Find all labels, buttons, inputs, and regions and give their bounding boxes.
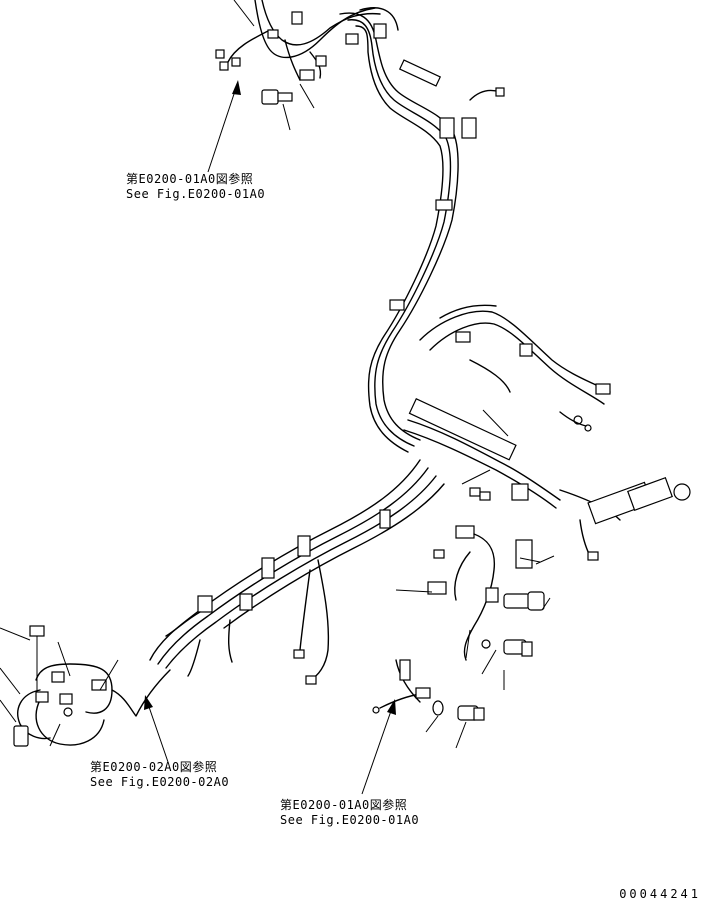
- lower-left-harness: [149, 459, 445, 685]
- lower-right-components: [372, 525, 555, 749]
- junction-block: [403, 397, 691, 561]
- top-connector-cluster: [215, 0, 381, 81]
- reference-label-bottom: 第E0200-01A0図参照 See Fig.E0200-01A0: [280, 798, 419, 828]
- right-branch-harness: [419, 304, 611, 437]
- reference-label-top-jp: 第E0200-01A0図参照: [126, 172, 254, 186]
- reference-label-middle-jp: 第E0200-02A0図参照: [90, 760, 218, 774]
- drawing-number: 00044241: [619, 887, 701, 901]
- reference-label-bottom-en: See Fig.E0200-01A0: [280, 813, 420, 827]
- reference-label-top: 第E0200-01A0図参照 See Fig.E0200-01A0: [126, 172, 265, 202]
- reference-arrow-bottom: [361, 699, 396, 795]
- reference-label-middle-en: See Fig.E0200-02A0: [90, 775, 230, 789]
- reference-label-top-en: See Fig.E0200-01A0: [126, 187, 266, 201]
- reference-label-bottom-jp: 第E0200-01A0図参照: [280, 798, 408, 812]
- reference-arrow-top: [207, 80, 241, 173]
- bottom-left-cluster: [0, 625, 171, 747]
- bolt-top: [261, 83, 315, 131]
- main-harness-bundle: [339, 7, 505, 453]
- reference-label-middle: 第E0200-02A0図参照 See Fig.E0200-02A0: [90, 760, 229, 790]
- reference-arrow-middle: [144, 695, 169, 763]
